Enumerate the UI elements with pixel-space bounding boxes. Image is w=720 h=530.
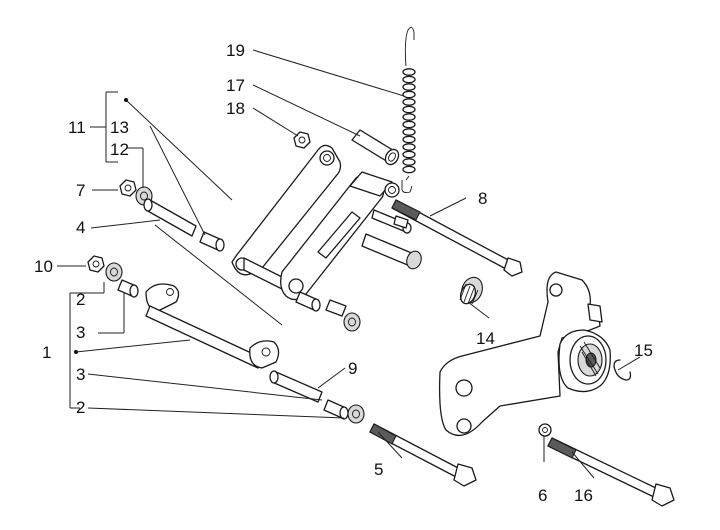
spring-coil: [402, 90, 416, 99]
callout-3-lower: 3: [76, 365, 85, 384]
callout-1: 1: [42, 343, 51, 362]
spring-coil: [402, 105, 416, 114]
spring-coil: [402, 158, 416, 166]
spring-coil: [402, 128, 416, 136]
washer-part-6: [538, 423, 552, 437]
callout-6: 6: [538, 486, 547, 505]
spring-coil: [402, 113, 416, 121]
spring-coil: [402, 143, 416, 151]
bolt-part-8: [391, 199, 523, 277]
callout-9: 9: [348, 359, 357, 378]
bushing-part-mid: [325, 299, 361, 332]
spring-coil: [402, 75, 416, 84]
spring-coil: [402, 68, 416, 76]
pulley-part: [558, 329, 611, 393]
leader-dot-11: [124, 98, 128, 102]
spring-coil: [402, 83, 416, 91]
circlip-part-15: [613, 359, 632, 381]
callout-16: 16: [574, 486, 593, 505]
callout-labels: 19 17 18 11 13 12 7 4 10 2 3 1 3 2 9 8 1…: [34, 41, 653, 505]
callout-8: 8: [478, 189, 487, 208]
callout-18: 18: [226, 99, 245, 118]
callout-10: 10: [34, 257, 53, 276]
callout-14: 14: [476, 329, 495, 348]
spring-coil: [402, 120, 416, 129]
callout-17: 17: [226, 76, 245, 95]
bolt-part-16: [547, 437, 675, 507]
sleeve-part: [351, 129, 400, 166]
spring-coil: [402, 98, 416, 106]
leader-lines: [57, 49, 641, 479]
nut-part-18: [293, 131, 311, 149]
callout-7: 7: [76, 181, 85, 200]
callout-3-upper: 3: [76, 323, 85, 342]
callout-13: 13: [110, 118, 129, 137]
bushing-part-13: [199, 231, 321, 312]
bracket-pins-part: [361, 209, 422, 270]
spring-part: [401, 27, 416, 194]
callout-12: 12: [110, 140, 129, 159]
bushing-part-3-lower: [323, 399, 349, 420]
spacer-part-9: [269, 370, 323, 403]
collar-part-14: [459, 276, 483, 305]
callout-2-lower: 2: [76, 398, 85, 417]
washer-part-2-lower: [347, 404, 365, 424]
nut-part-7: [119, 179, 137, 197]
bushing-part-3-upper: [117, 279, 139, 298]
spring-coil: [402, 150, 416, 159]
callout-4: 4: [76, 218, 85, 237]
callout-2-upper: 2: [76, 290, 85, 309]
callout-11: 11: [68, 118, 86, 137]
axle-part-1: [145, 283, 280, 369]
spring-coil: [402, 165, 416, 174]
nut-part-10: [87, 255, 105, 273]
bolt-part-5: [369, 423, 477, 487]
swing-bracket-part: [231, 144, 400, 301]
callout-19: 19: [226, 41, 245, 60]
spring-coil: [402, 135, 416, 144]
callout-5: 5: [374, 460, 383, 479]
leader-dot-1: [74, 350, 78, 354]
tensioner-plate-part: [438, 271, 603, 437]
callout-15: 15: [634, 341, 653, 360]
spacer-part-4: [143, 198, 197, 237]
washer-part-2-upper: [105, 262, 123, 282]
